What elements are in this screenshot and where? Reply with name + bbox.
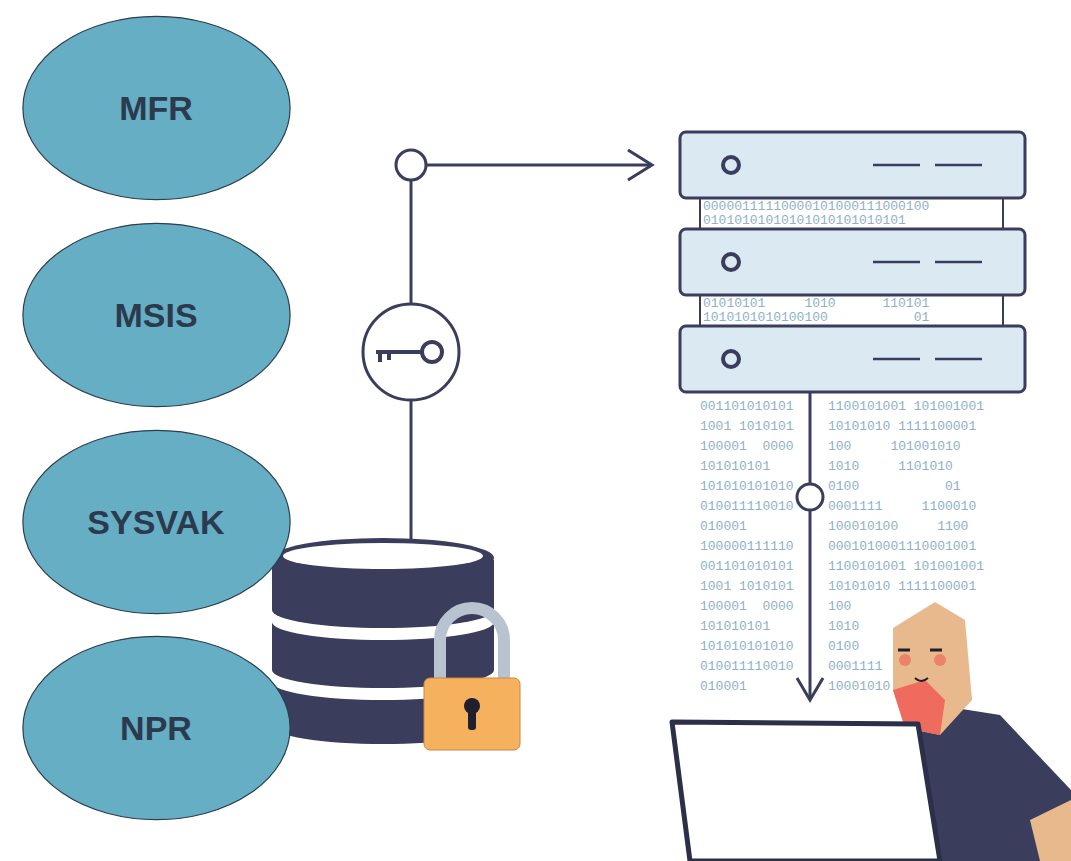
binary-text: 010001: [700, 520, 747, 534]
binary-text: 101010101010: [700, 480, 794, 494]
binary-text: 010001: [700, 680, 747, 694]
wire: [426, 164, 650, 167]
node-label: NPR: [120, 709, 192, 748]
binary-text: 1010 1101010: [828, 460, 953, 474]
wire: [410, 180, 413, 304]
binary-text: 101010101: [700, 620, 770, 634]
binary-text: 0100: [828, 640, 859, 654]
binary-text: 1001 1010101: [700, 420, 794, 434]
arrow-head: [797, 678, 823, 700]
binary-text: 00000111110000101000111000100: [703, 200, 929, 214]
binary-text: 1010: [828, 620, 859, 634]
binary-text: 100: [828, 600, 851, 614]
ellipse-node: MSIS: [21, 222, 292, 408]
binary-text: 100001 0000: [700, 600, 794, 614]
binary-text: 10001010: [828, 680, 890, 694]
node-label: MFR: [119, 89, 193, 128]
binary-text: 001101010101: [700, 560, 794, 574]
wire: [809, 392, 812, 484]
ellipse-node: MFR: [21, 15, 292, 201]
binary-text: 1100101001 101001001: [828, 560, 984, 574]
node-label: SYSVAK: [87, 503, 224, 542]
binary-text: 0001111 1100010: [828, 500, 976, 514]
binary-text: 1001 1010101: [700, 580, 794, 594]
ellipse-node: SYSVAK: [21, 429, 292, 615]
binary-text: 1010101010100100 01: [703, 311, 929, 325]
binary-text: 01010101 1010 110101: [703, 297, 929, 311]
person-figure: [672, 602, 1071, 861]
wire: [809, 510, 812, 700]
binary-text: 100010100 1100: [828, 520, 968, 534]
binary-text: 10101010 1111100001: [828, 420, 976, 434]
binary-text: 0100 01: [828, 480, 961, 494]
binary-text: 1100101001 101001001: [828, 400, 984, 414]
binary-text: 0001010001110001001: [828, 540, 976, 554]
binary-text: 100000111110: [700, 540, 794, 554]
wire: [410, 400, 413, 545]
binary-text: 010011110010: [700, 660, 794, 674]
binary-text: 0001111: [828, 660, 883, 674]
server-rack: [680, 132, 1025, 392]
binary-text: 100 101001010: [828, 440, 961, 454]
binary-text: 100001 0000: [700, 440, 794, 454]
ellipse-node: NPR: [21, 635, 292, 821]
node-label: MSIS: [114, 296, 197, 335]
binary-text: 01010101010101010101010101: [703, 214, 906, 228]
key-icon: [363, 304, 459, 400]
binary-text: 010011110010: [700, 500, 794, 514]
junction-dot: [797, 484, 823, 510]
binary-text: 101010101010: [700, 640, 794, 654]
binary-text: 101010101: [700, 460, 770, 474]
binary-text: 10101010 1111100001: [828, 580, 976, 594]
junction-dot: [396, 150, 426, 180]
arrow-head: [628, 150, 652, 180]
binary-text: 001101010101: [700, 400, 794, 414]
padlock-icon: [424, 608, 520, 750]
